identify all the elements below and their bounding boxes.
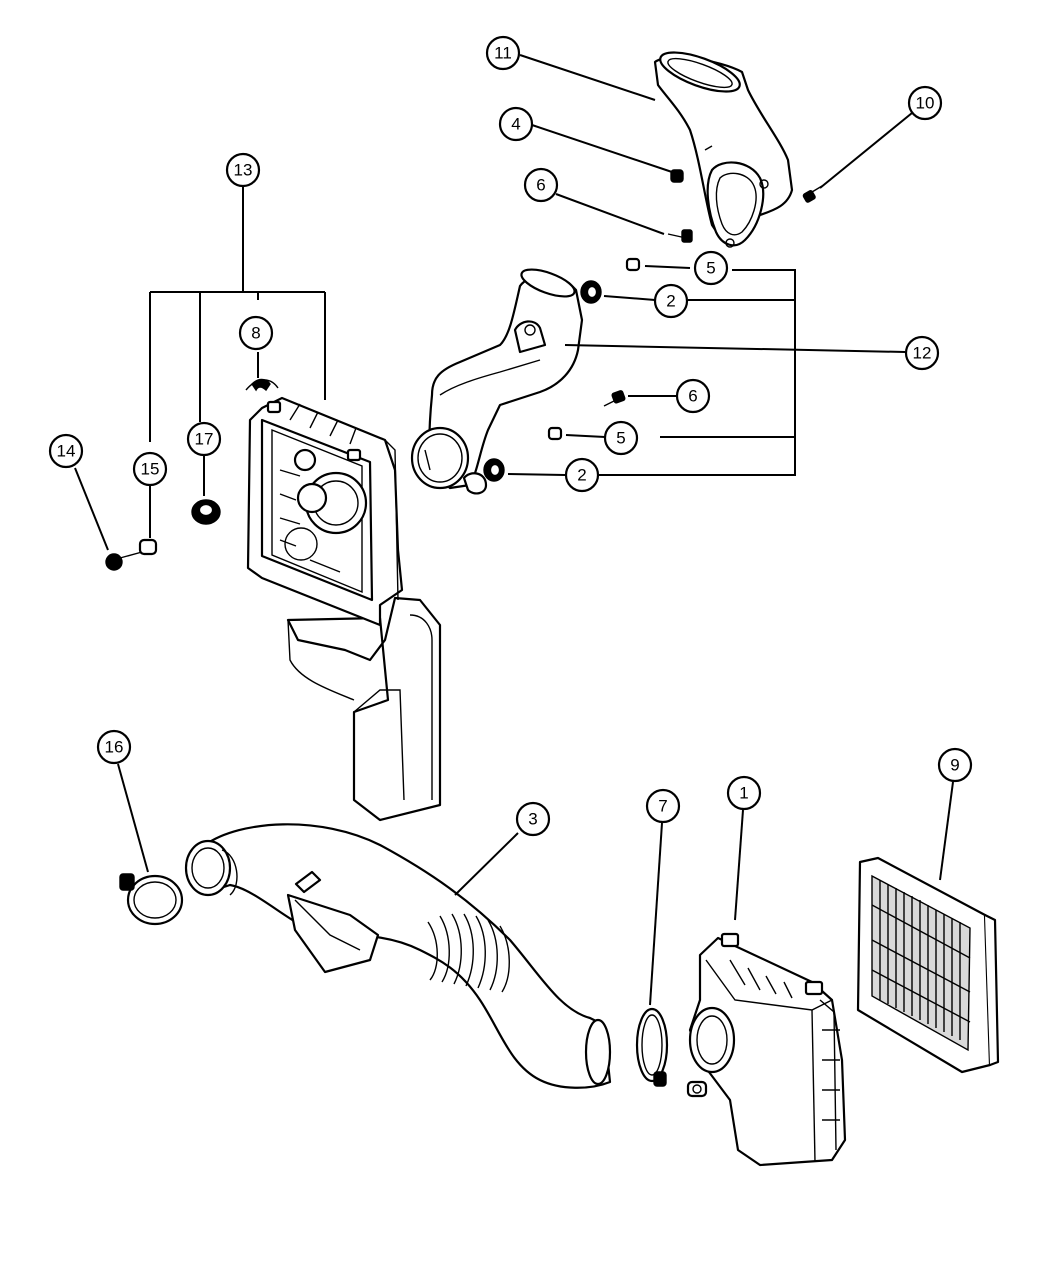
part-clamp-16 xyxy=(119,873,184,926)
leader-5-lower xyxy=(565,434,606,438)
callout-7-label: 7 xyxy=(658,797,667,816)
callout-8-label: 8 xyxy=(251,324,260,343)
callout-4-label: 4 xyxy=(511,115,520,134)
callout-11-label: 11 xyxy=(494,44,512,63)
callout-9-label: 9 xyxy=(950,756,959,775)
leader-9 xyxy=(939,781,954,881)
part-intake-hose-3 xyxy=(184,823,612,1089)
callout-1: 1 xyxy=(726,775,762,811)
leader-14 xyxy=(74,467,109,551)
leader-10 xyxy=(819,112,913,189)
callout-10: 10 xyxy=(907,85,943,121)
leader-12-upper xyxy=(598,269,796,476)
part-resonator-12 xyxy=(410,268,584,495)
leader-3 xyxy=(454,832,519,896)
callout-3-label: 3 xyxy=(528,810,537,829)
callout-14-label: 14 xyxy=(57,442,76,461)
callout-15: 15 xyxy=(132,451,168,487)
part-bolt-10 xyxy=(802,185,823,203)
callout-16-label: 16 xyxy=(105,738,124,757)
part-grommet-17 xyxy=(191,499,221,525)
callout-5-upper-label: 5 xyxy=(706,259,715,278)
callout-2-upper-label: 2 xyxy=(666,292,675,311)
leader-2-lower xyxy=(507,473,566,476)
callout-2-lower-label: 2 xyxy=(577,466,586,485)
callout-13-label: 13 xyxy=(234,161,253,180)
part-screw-14 xyxy=(105,551,143,571)
callout-7: 7 xyxy=(645,788,681,824)
callout-2-upper: 2 xyxy=(653,283,689,319)
part-grommet-2-lower xyxy=(483,458,505,482)
leader-16 xyxy=(117,763,149,873)
callout-5-lower-label: 5 xyxy=(616,429,625,448)
callout-16: 16 xyxy=(96,729,132,765)
part-inlet-duct-11 xyxy=(653,51,794,248)
callout-14: 14 xyxy=(48,433,84,469)
leader-11 xyxy=(519,54,656,101)
callout-1-label: 1 xyxy=(739,784,748,803)
callout-15-label: 15 xyxy=(141,460,160,479)
leader-4 xyxy=(531,124,673,173)
callout-8: 8 xyxy=(238,315,274,351)
callout-17: 17 xyxy=(186,421,222,457)
callout-6-lower: 6 xyxy=(675,378,711,414)
callout-10-label: 10 xyxy=(916,94,935,113)
part-plug-5-upper xyxy=(625,257,641,272)
part-clamp-7 xyxy=(635,1007,669,1087)
leader-12-main xyxy=(564,344,906,353)
part-housing-lower-1 xyxy=(686,932,847,1167)
leader-2-upper xyxy=(603,295,656,301)
leader-6-upper xyxy=(555,193,665,235)
leader-lines xyxy=(74,54,954,1006)
part-clip-8 xyxy=(245,378,279,392)
callout-12-label: 12 xyxy=(913,344,932,363)
callout-17-label: 17 xyxy=(195,430,214,449)
part-bolt-6-upper xyxy=(667,229,693,243)
leader-1 xyxy=(734,809,744,921)
callout-9: 9 xyxy=(937,747,973,783)
callout-11: 11 xyxy=(485,35,521,71)
callout-5-lower: 5 xyxy=(603,420,639,456)
callout-6-lower-label: 6 xyxy=(688,387,697,406)
leader-13 xyxy=(149,187,326,442)
callout-5-upper: 5 xyxy=(693,250,729,286)
part-bolt-6-lower xyxy=(603,390,626,407)
part-housing-cover-13 xyxy=(246,396,442,822)
part-insert-15 xyxy=(138,538,158,556)
callout-3: 3 xyxy=(515,801,551,837)
part-air-filter-9 xyxy=(856,856,1000,1074)
callout-6-upper-label: 6 xyxy=(536,176,545,195)
callout-6-upper: 6 xyxy=(523,167,559,203)
leader-5-upper xyxy=(644,265,691,269)
callout-4: 4 xyxy=(498,106,534,142)
callout-12: 12 xyxy=(904,335,940,371)
callout-2-lower: 2 xyxy=(564,457,600,493)
part-plug-5-lower xyxy=(547,426,563,441)
part-grommet-2-upper xyxy=(580,280,602,304)
callout-13: 13 xyxy=(225,152,261,188)
part-nut-4 xyxy=(670,169,684,183)
leader-7 xyxy=(649,822,663,1006)
